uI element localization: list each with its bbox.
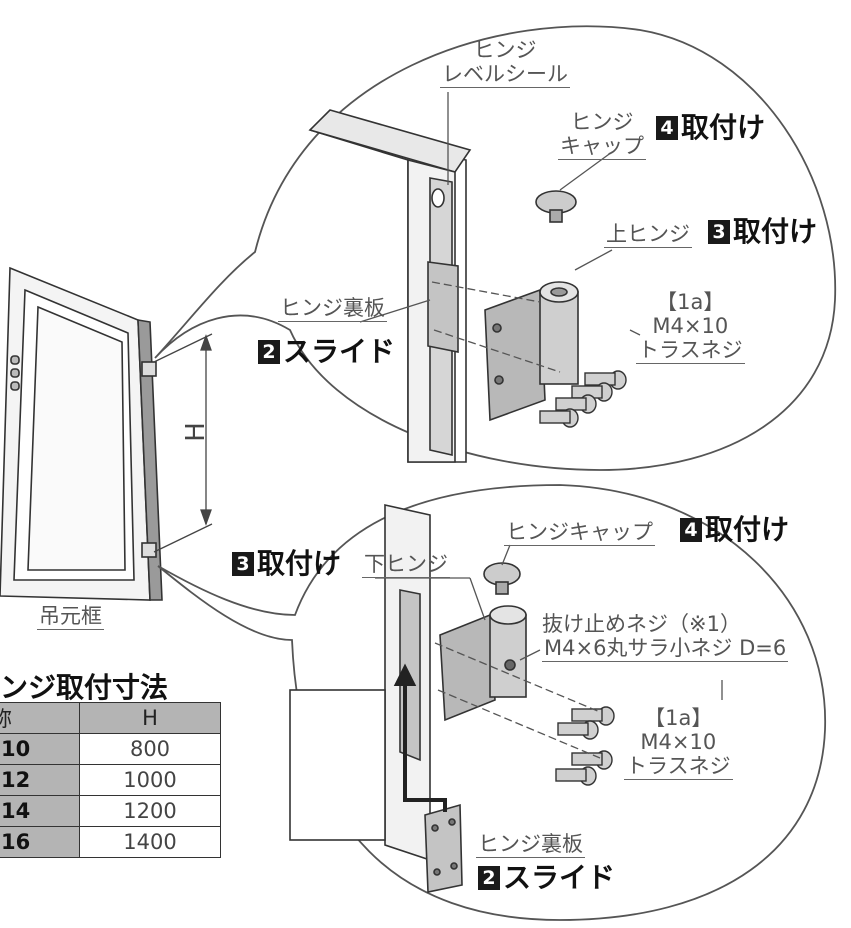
cell-h: 1000 [79, 764, 221, 796]
cell-h: 800 [79, 733, 221, 765]
screw-bottom-label: 【1a】 M4×10 トラスネジ [624, 706, 733, 780]
table-header-row: 称 H [0, 702, 221, 734]
cell-name: 10 [0, 733, 80, 765]
header-name: 称 [0, 702, 80, 734]
screws-bottom [555, 706, 615, 786]
height-dimension [153, 333, 213, 553]
leader-lines-top [359, 92, 641, 373]
frame-label: 吊元框 [37, 604, 104, 630]
upper-hinge-label: 上ヒンジ [604, 222, 692, 248]
leader-lines-bottom [375, 544, 723, 759]
stopper-screw-label: 抜け止めネジ（※1） M4×6丸サラ小ネジ D=6 [542, 612, 789, 662]
door-panel [0, 266, 163, 601]
hinge-cap-bottom-part [483, 562, 521, 595]
screw-top-label: 【1a】 M4×10 トラスネジ [636, 290, 745, 364]
cell-name: 12 [0, 764, 80, 796]
hinge-level-seal-label: ヒンジ レベルシール [440, 38, 570, 88]
table-title: ンジ取付寸法 [0, 671, 169, 704]
screws-top [539, 370, 627, 428]
upper-hinge [484, 281, 579, 422]
slide-arrow [393, 663, 447, 812]
hinge-cap-top-label: ヒンジ キャップ [558, 110, 646, 160]
top-post [308, 109, 472, 463]
hinge-cap-bottom-label: ヒンジキャップ [504, 520, 655, 546]
cell-name: 14 [0, 795, 80, 827]
back-plate-bottom [424, 803, 463, 893]
hinge-cap-top-part [535, 190, 577, 223]
header-h: H [79, 702, 221, 734]
hinge-back-plate-top-label: ヒンジ裏板 [278, 296, 387, 322]
cell-name: 16 [0, 826, 80, 858]
cell-h: 1400 [79, 826, 221, 858]
height-label: H [180, 422, 211, 442]
hinge-back-plate-bottom-label: ヒンジ裏板 [476, 832, 585, 858]
cell-h: 1200 [79, 795, 221, 827]
lower-hinge-label: 下ヒンジ [362, 552, 450, 578]
